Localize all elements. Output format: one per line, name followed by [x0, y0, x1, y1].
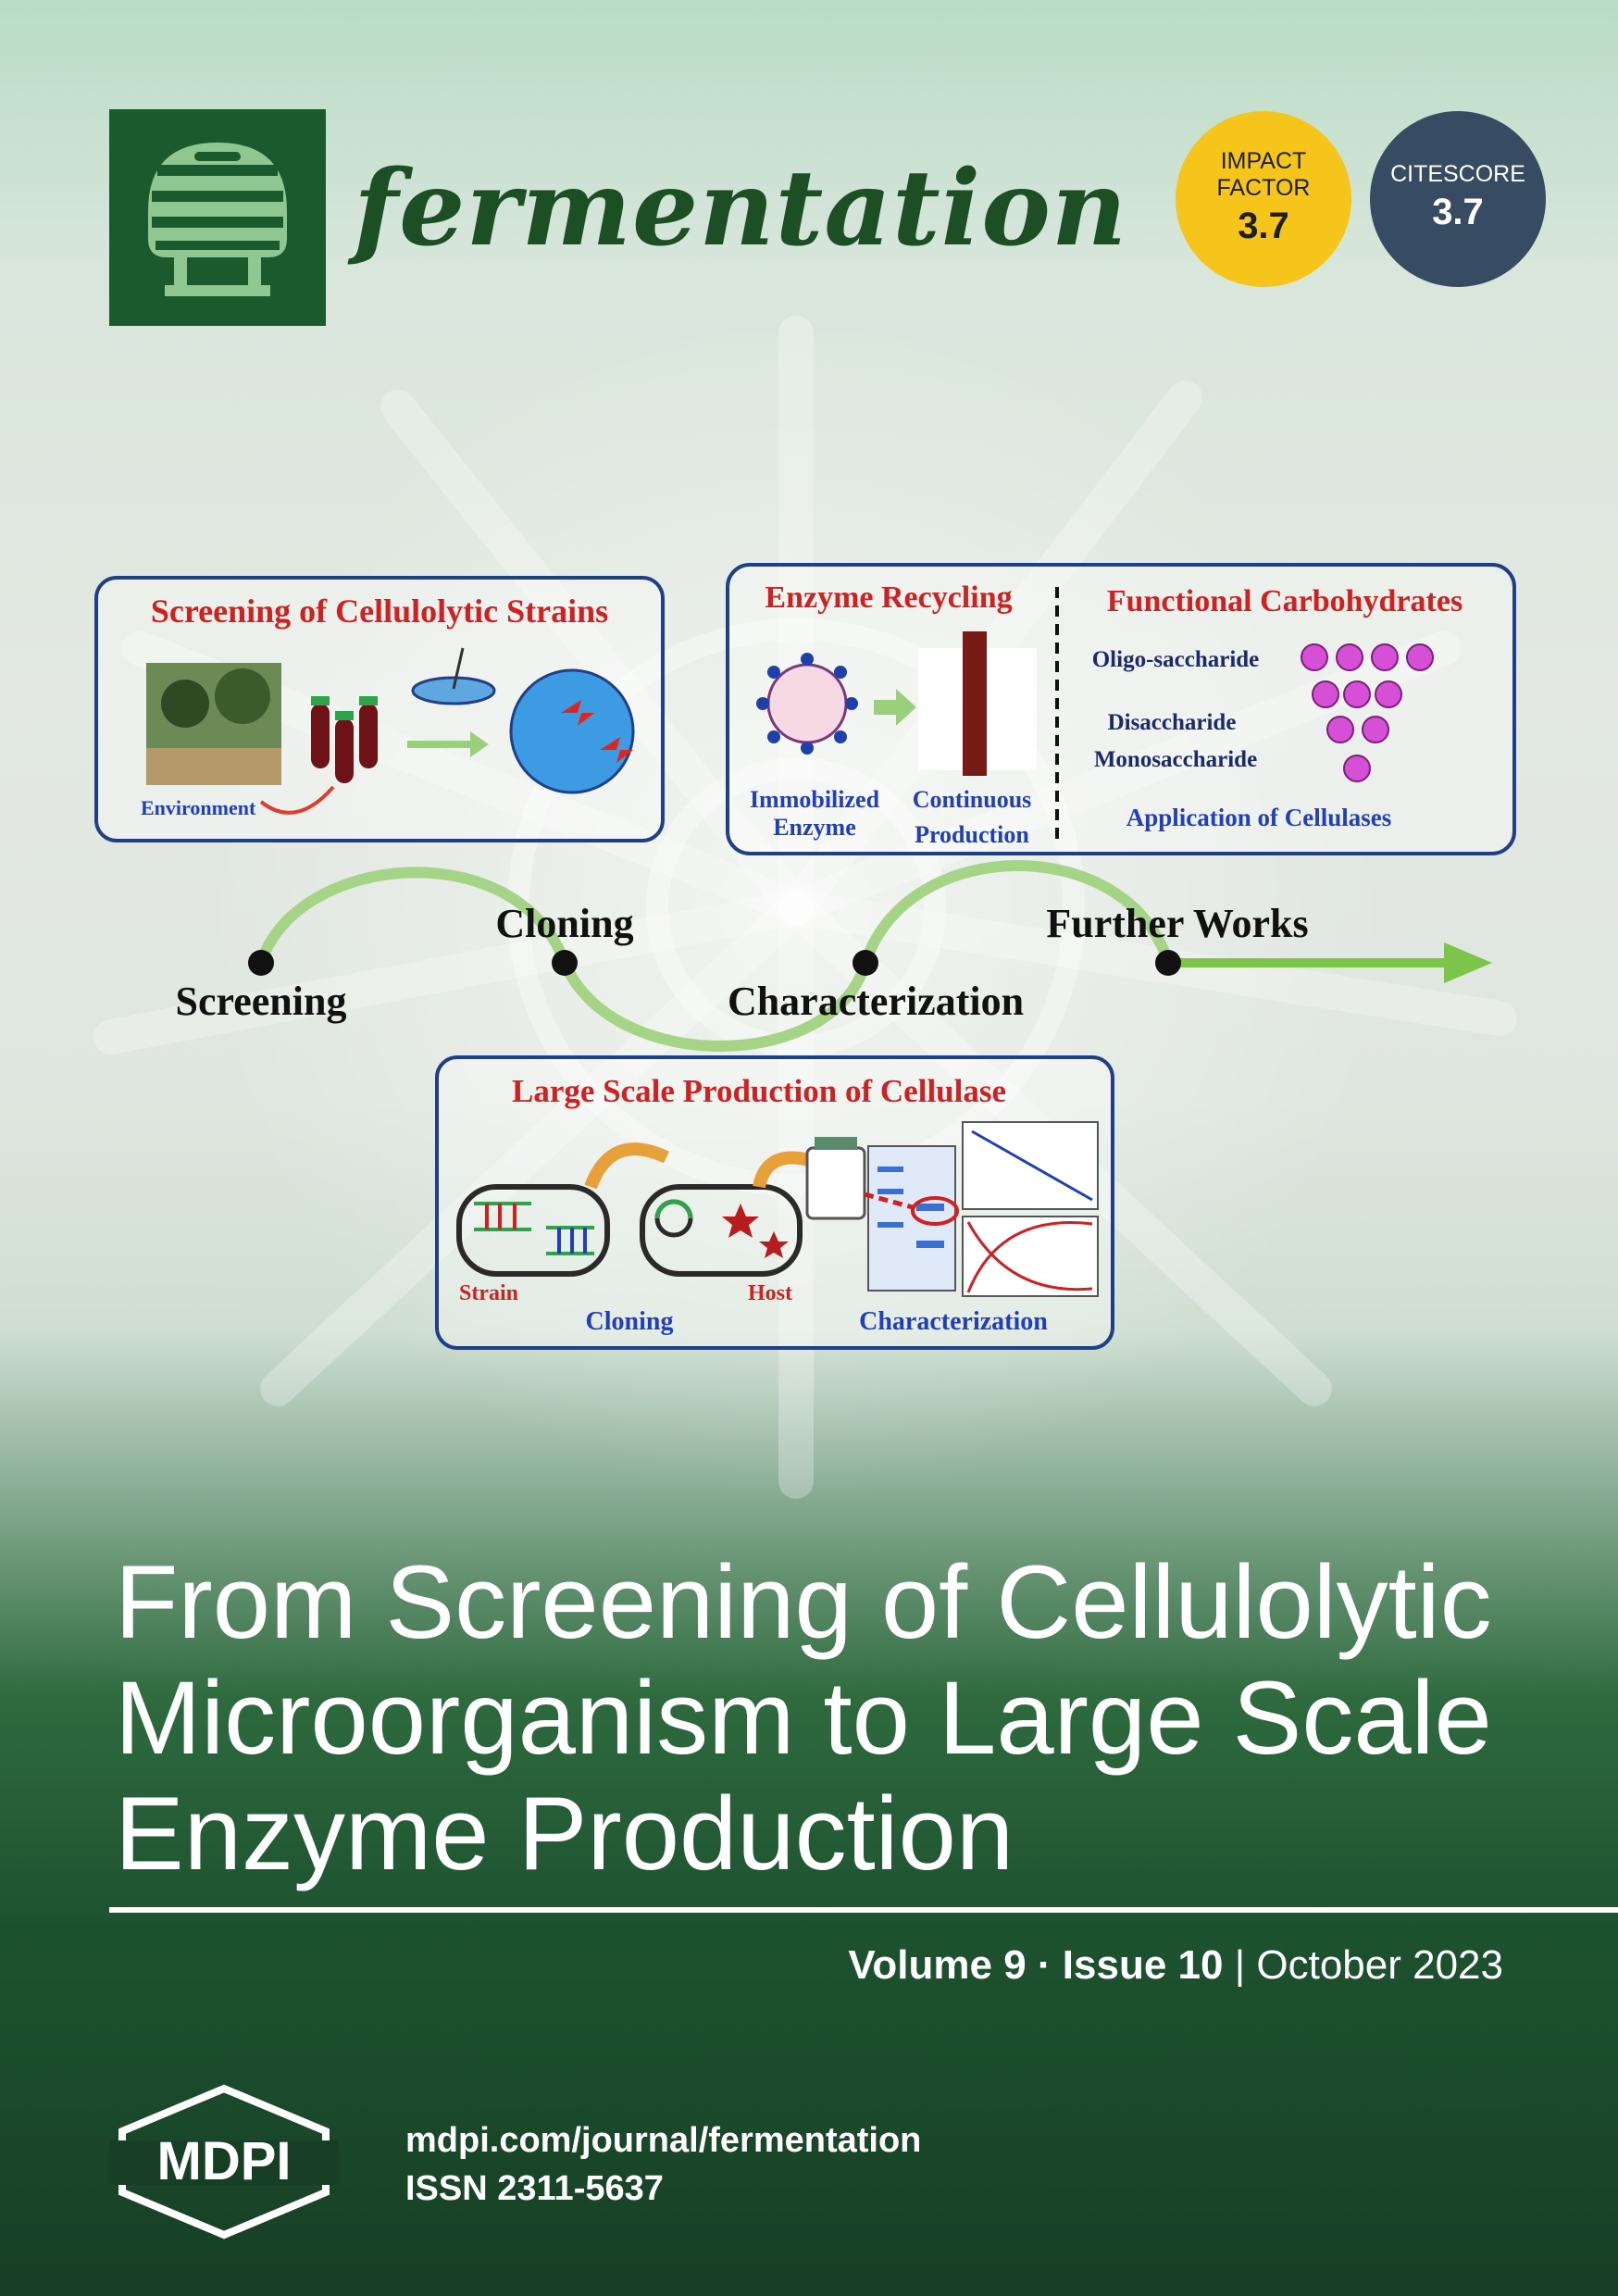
saccharide-chain-icon [1301, 643, 1434, 782]
journal-logo [109, 109, 326, 326]
timeline-label-screening: Screening [176, 979, 347, 1024]
panel-recycling: Enzyme Recycling Immobilized Enzyme Cont… [726, 563, 1516, 855]
panel-carbohydrates-title: Functional Carbohydrates [1107, 584, 1462, 618]
panel-screening-title: Screening of Cellulolytic Strains [151, 593, 608, 630]
impact-factor-badge: IMPACT FACTOR 3.7 [1176, 111, 1351, 287]
citescore-badge: CITESCORE 3.7 [1370, 111, 1546, 287]
label-continuous-1: Continuous [913, 786, 1032, 813]
petri-dish-icon [411, 676, 496, 705]
label-oligo: Oligo-saccharide [1092, 647, 1260, 672]
article-title-line-2: Microorganism to Large Scale [115, 1660, 1492, 1776]
timeline-node-characterization [853, 950, 878, 976]
plate-icon [509, 668, 635, 794]
flask-icon [805, 1146, 866, 1220]
timeline: Screening Cloning Characterization Furth… [176, 860, 1492, 1052]
issue-divider: | [1223, 1942, 1257, 1988]
panel-recycling-title: Enzyme Recycling [765, 580, 1012, 615]
journal-url[interactable]: mdpi.com/journal/fermentation [405, 2121, 922, 2160]
impact-factor-value: 3.7 [1238, 206, 1289, 246]
host-cell-icon [640, 1184, 803, 1277]
issn: ISSN 2311-5637 [405, 2169, 664, 2208]
timeline-node-further [1155, 950, 1181, 976]
citescore-label: CITESCORE [1390, 161, 1525, 187]
issue-date: October 2023 [1256, 1942, 1503, 1988]
arrow-icon [407, 731, 489, 757]
label-strain: Strain [459, 1281, 518, 1305]
timeline-node-screening [248, 950, 274, 976]
barrel-icon [148, 143, 287, 296]
column-reactor-icon [963, 631, 987, 776]
citescore-value: 3.7 [1432, 192, 1484, 232]
divider-rule [109, 1907, 1618, 1913]
label-host: Host [748, 1281, 792, 1305]
strain-cell-icon [456, 1184, 610, 1277]
label-immobilized-2: Enzyme [773, 814, 856, 841]
article-title-line-3: Enzyme Production [115, 1776, 1014, 1891]
timeline-label-characterization: Characterization [728, 979, 1024, 1024]
volume: Volume 9 [848, 1942, 1027, 1988]
panel-screening: Screening of Cellulolytic Strains Enviro… [94, 576, 665, 842]
impact-factor-label-1: IMPACT [1220, 148, 1307, 174]
journal-name: fermentation [354, 148, 1128, 269]
label-immobilized-1: Immobilized [750, 786, 880, 813]
issue-number: Issue 10 [1062, 1942, 1224, 1988]
panel-large-scale-title: Large Scale Production of Cellulase [512, 1073, 1006, 1109]
label-application: Application of Cellulases [1126, 804, 1392, 831]
label-cloning: Cloning [586, 1307, 674, 1336]
label-environment: Environment [141, 796, 256, 819]
label-continuous-2: Production [915, 821, 1029, 848]
timeline-label-further: Further Works [1046, 901, 1308, 946]
article-title: From Screening of Cellulolytic Microorga… [115, 1544, 1559, 1891]
mdpi-logo: MDPI [109, 2084, 339, 2240]
test-tubes-icon [311, 704, 378, 783]
panel-large-scale: Large Scale Production of Cellulase Stra… [435, 1055, 1114, 1350]
label-monosaccharide: Monosaccharide [1094, 747, 1257, 772]
label-disaccharide: Disaccharide [1108, 710, 1237, 735]
issue-separator: · [1026, 1942, 1063, 1988]
graphical-abstract: Screening of Cellulolytic Strains Enviro… [94, 563, 1516, 1350]
label-characterization: Characterization [859, 1307, 1048, 1336]
impact-factor-label-2: FACTOR [1216, 175, 1311, 201]
publisher-links: mdpi.com/journal/fermentation ISSN 2311-… [405, 2116, 921, 2213]
article-title-line-1: From Screening of Cellulolytic [115, 1544, 1492, 1660]
timeline-node-cloning [552, 950, 578, 976]
issue-info: Volume 9 · Issue 10 | October 2023 [848, 1942, 1503, 1989]
enzyme-bead-icon [766, 663, 848, 744]
timeline-label-cloning: Cloning [495, 901, 633, 946]
mdpi-logo-text: MDPI [157, 2131, 292, 2191]
